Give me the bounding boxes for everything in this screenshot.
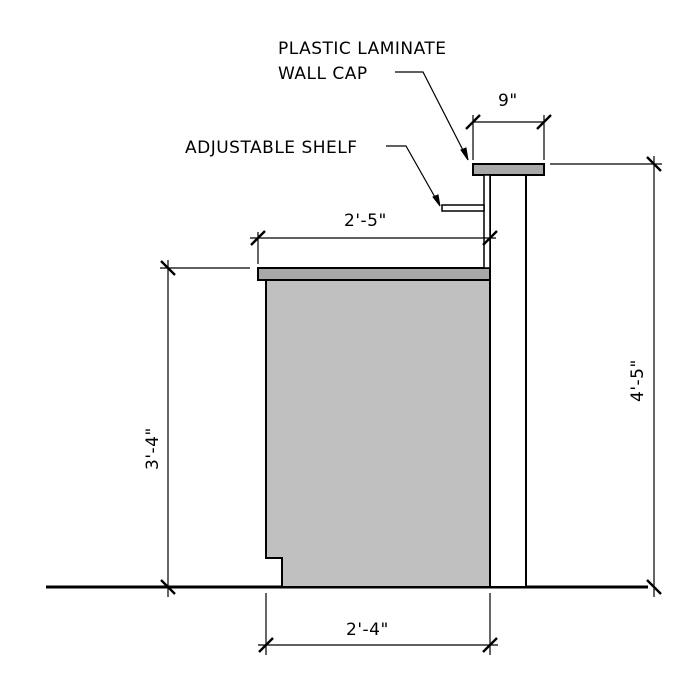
adjustable-shelf-leader-arrow [432, 194, 441, 207]
wall-cap-leader-arrow [460, 147, 469, 161]
dim-base [258, 593, 498, 655]
dim-wall-height-text: 4'-5" [628, 359, 648, 402]
adjustable-shelf [441, 204, 485, 212]
dim-wall-cap [465, 114, 552, 160]
dim-countertop-text: 2'-5" [344, 211, 387, 231]
wall-cap-label-line2: WALL CAP [278, 64, 368, 84]
countertop [257, 267, 491, 281]
wall-cap-leader [395, 71, 469, 161]
wall-cap [472, 163, 545, 176]
wall-cap-label-line1: PLASTIC LAMINATE [278, 39, 447, 59]
adjustable-shelf-leader [386, 145, 441, 207]
cabinet-body [265, 279, 491, 588]
dim-wall-height [550, 156, 662, 597]
dim-counter-height-text: 3'-4" [143, 427, 163, 470]
knee-wall [489, 174, 527, 588]
shelf-support [483, 174, 491, 269]
dim-countertop [250, 230, 498, 264]
dim-base-text: 2'-4" [346, 620, 389, 640]
adjustable-shelf-label: ADJUSTABLE SHELF [185, 138, 358, 158]
dim-counter-height [160, 260, 250, 597]
dim-wall-cap-text: 9" [498, 91, 518, 111]
